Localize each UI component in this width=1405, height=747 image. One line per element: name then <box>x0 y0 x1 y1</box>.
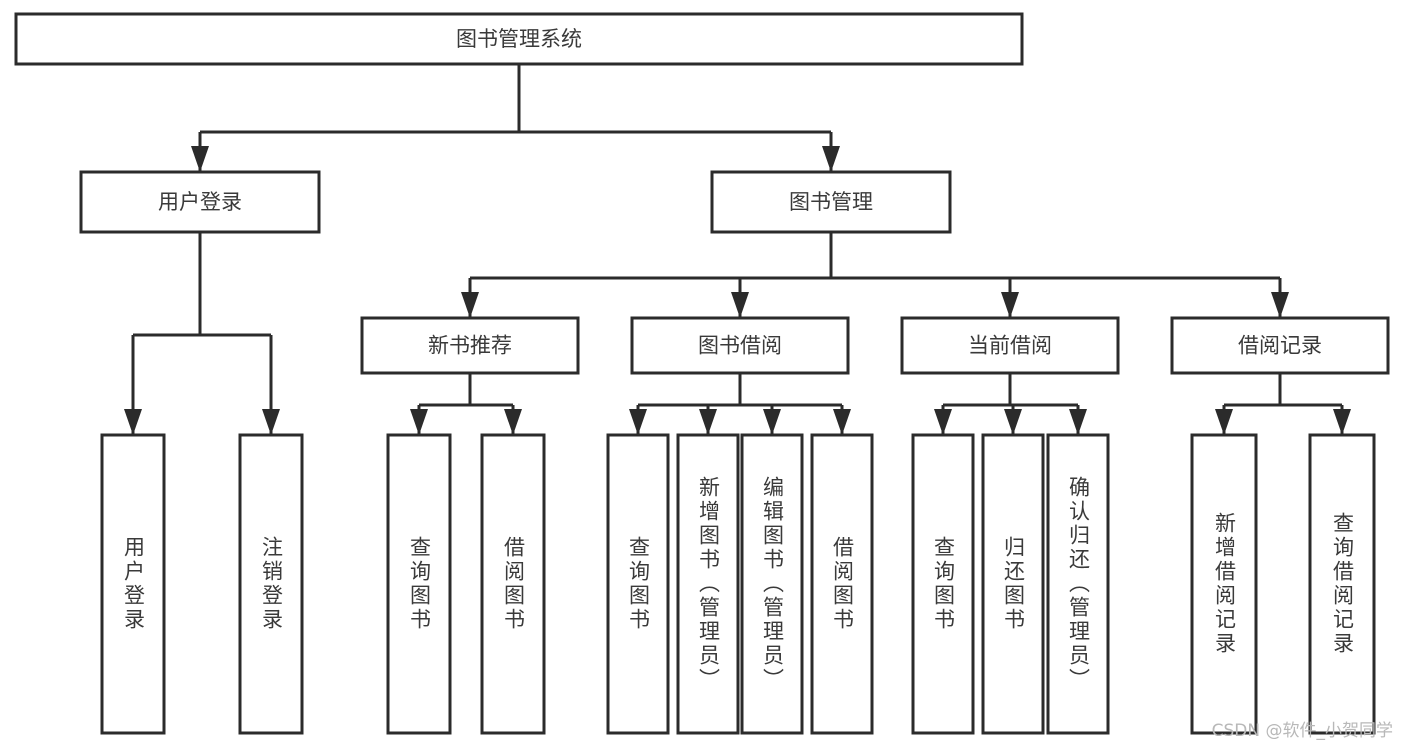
node-label-current-borrow: 当前借阅 <box>968 334 1052 358</box>
leaf-box-logout-1[interactable] <box>238 433 304 735</box>
arrow-head-icon-add-book-admin-1 <box>699 409 717 435</box>
leaf-box-add-borrow-record-11[interactable] <box>1190 433 1258 735</box>
node-label-borrow-record: 借阅记录 <box>1238 334 1322 358</box>
arrow-head-icon-query-book-0 <box>629 409 647 435</box>
leaf-box-borrow-book-7[interactable] <box>810 433 874 735</box>
node-box-book-management[interactable] <box>710 170 952 234</box>
node-box-new-book-recommend[interactable] <box>360 316 580 375</box>
watermark-text: CSDN @软件_小贺同学 <box>1211 721 1393 741</box>
arrow-head-icon-query-borrow-record-1 <box>1333 409 1351 435</box>
leaf-box-query-book-8[interactable] <box>911 433 975 735</box>
node-box-book-management-system[interactable] <box>14 12 1024 66</box>
arrow-head-icon-borrow-book-3 <box>833 409 851 435</box>
leaf-box-borrow-book-3[interactable] <box>480 433 546 735</box>
leaf-box-add-book-admin-5[interactable] <box>676 433 740 735</box>
arrow-head-icon-user-login-0 <box>124 409 142 435</box>
arrow-head-icon-new-book-recommend <box>461 292 479 318</box>
arrow-head-icon-return-book-1 <box>1004 409 1022 435</box>
connector-layer <box>124 64 1351 435</box>
node-box-layer <box>14 12 1390 735</box>
arrow-head-icon-book-management <box>822 146 840 172</box>
leaf-box-edit-book-admin-6[interactable] <box>740 433 804 735</box>
node-label-book-borrow: 图书借阅 <box>698 334 782 358</box>
leaf-box-query-book-4[interactable] <box>606 433 670 735</box>
arrow-head-icon-query-book-0 <box>410 409 428 435</box>
node-label-book-management: 图书管理 <box>789 190 873 214</box>
arrow-head-icon-borrow-record <box>1271 292 1289 318</box>
leaf-box-confirm-return-admin-10[interactable] <box>1046 433 1110 735</box>
node-label-book-management-system: 图书管理系统 <box>456 27 582 51</box>
arrow-head-icon-book-borrow <box>731 292 749 318</box>
leaf-box-query-borrow-record-12[interactable] <box>1308 433 1376 735</box>
leaf-box-user-login-0[interactable] <box>100 433 166 735</box>
arrow-head-icon-borrow-book-1 <box>504 409 522 435</box>
arrow-head-icon-query-book-0 <box>934 409 952 435</box>
node-box-current-borrow[interactable] <box>900 316 1120 375</box>
node-label-user-login: 用户登录 <box>158 190 242 214</box>
node-box-book-borrow[interactable] <box>630 316 850 375</box>
arrow-head-icon-edit-book-admin-2 <box>763 409 781 435</box>
node-box-borrow-record[interactable] <box>1170 316 1390 375</box>
arrow-head-icon-add-borrow-record-0 <box>1215 409 1233 435</box>
node-label-new-book-recommend: 新书推荐 <box>428 334 512 358</box>
node-box-user-login[interactable] <box>79 170 321 234</box>
arrow-head-icon-current-borrow <box>1001 292 1019 318</box>
arrow-head-icon-confirm-return-admin-2 <box>1069 409 1087 435</box>
leaf-box-return-book-9[interactable] <box>981 433 1045 735</box>
leaf-box-query-book-2[interactable] <box>386 433 452 735</box>
arrow-head-icon-user-login <box>191 146 209 172</box>
arrow-head-icon-logout-1 <box>262 409 280 435</box>
